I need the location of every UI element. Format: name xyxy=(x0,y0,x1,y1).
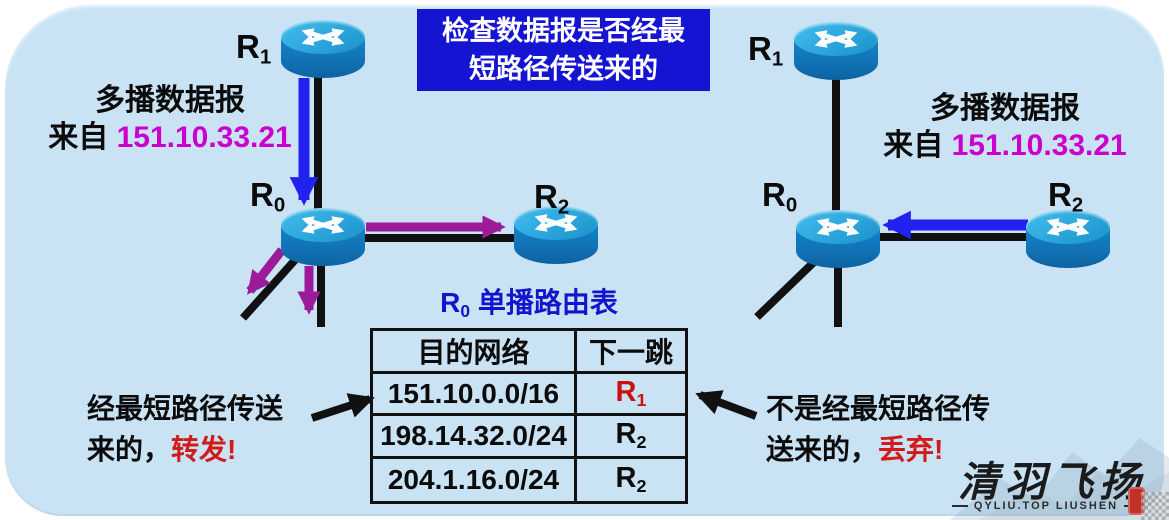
right-r0-label: R0 xyxy=(762,176,798,217)
table-row-dest: 198.14.32.0/24 xyxy=(373,416,577,459)
discard-annotation: 不是经最短路径传 送来的，丢弃! xyxy=(766,393,991,465)
banner-line1: 检查数据报是否经最 xyxy=(442,16,685,46)
table-row-dest: 204.1.16.0/24 xyxy=(373,458,577,501)
routing-table-title: R0 单播路由表 xyxy=(440,287,618,321)
right-caption-line2: 来自 151.10.33.21 xyxy=(883,129,1127,162)
router-icon xyxy=(1026,210,1110,268)
router-icon xyxy=(281,20,365,78)
table-row-next-hop-highlighted: R1 xyxy=(577,374,685,417)
discard-emphasis: 丢弃! xyxy=(878,434,944,465)
watermark-subtitle: QYLIU.TOP LIUSHEN xyxy=(952,500,1140,512)
router-icon xyxy=(794,22,878,80)
table-row-next-hop: R2 xyxy=(577,416,685,459)
right-caption-line1: 多播数据报 xyxy=(930,92,1080,125)
right-source-ip: 151.10.33.21 xyxy=(951,129,1127,162)
right-r2-label: R2 xyxy=(1048,176,1084,217)
col-header-next-hop: 下一跳 xyxy=(577,331,685,374)
right-r1-label: R1 xyxy=(748,30,784,71)
right-source-caption: 多播数据报 来自 151.10.33.21 xyxy=(850,90,1160,164)
router-icon xyxy=(796,210,880,268)
router-icon xyxy=(514,206,598,264)
qr-code-icon xyxy=(1141,492,1169,520)
unicast-routing-table: 目的网络 下一跳 151.10.0.0/16 R1 198.14.32.0/24… xyxy=(370,328,688,504)
rpf-check-banner: 检查数据报是否经最 短路径传送来的 xyxy=(417,9,710,91)
left-caption-line1: 多播数据报 xyxy=(95,84,245,117)
left-source-caption: 多播数据报 来自 151.10.33.21 xyxy=(20,82,320,156)
forward-emphasis: 转发! xyxy=(171,434,237,465)
left-caption-line2: 来自 151.10.33.21 xyxy=(48,121,292,154)
router-icon xyxy=(281,208,365,266)
forward-annotation: 经最短路径传送 来的，转发! xyxy=(87,393,284,465)
banner-line2: 短路径传送来的 xyxy=(469,54,658,84)
left-source-ip: 151.10.33.21 xyxy=(116,121,292,154)
table-row-dest: 151.10.0.0/16 xyxy=(373,374,577,417)
col-header-destination: 目的网络 xyxy=(373,331,577,374)
table-row-next-hop: R2 xyxy=(615,462,647,497)
left-r2-label: R2 xyxy=(534,178,570,219)
left-r0-label: R0 xyxy=(250,176,286,217)
watermark-title: 清羽飞扬 xyxy=(958,458,1146,506)
left-r1-label: R1 xyxy=(236,28,272,69)
red-seal-icon xyxy=(1128,487,1145,515)
